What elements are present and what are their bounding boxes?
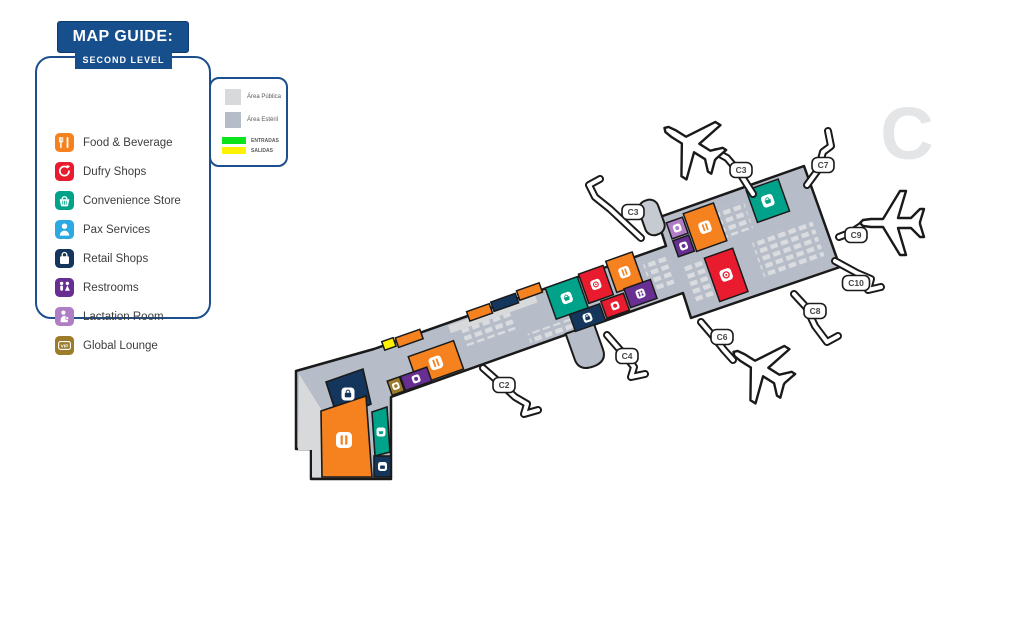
area-row-publica: Área Pública (225, 89, 281, 105)
restrooms-icon (55, 278, 74, 297)
area-legend-panel: Área Pública Área Estéril ENTRADAS SALID… (209, 77, 288, 167)
map-guide-subtitle-banner: SECOND LEVEL (75, 50, 172, 69)
map-block-food (515, 281, 544, 302)
gate-pill-c3-top: C3 (729, 161, 753, 179)
svg-text:C6: C6 (717, 332, 728, 342)
legend-label: Retail Shops (83, 252, 149, 265)
terminal-stub-bottom (564, 322, 605, 369)
terminal-stub-top (637, 198, 666, 237)
legend-item-lactation: Lactation Room (55, 302, 201, 331)
jet-bridges (479, 127, 885, 418)
jet-bridge-c10 (831, 257, 885, 294)
salidas-swatch (222, 147, 246, 154)
entradas-swatch (222, 137, 246, 144)
map-guide-title-banner: MAP GUIDE: (57, 21, 189, 53)
legend-label: Dufry Shops (83, 165, 147, 178)
gate-pill-c9: C9 (844, 226, 868, 244)
svg-text:C3: C3 (736, 165, 747, 175)
legend-item-pax: Pax Services (55, 215, 201, 244)
map-exit-salidas (380, 336, 398, 352)
legend-item-dufry: Dufry Shops (55, 157, 201, 186)
map-block-food (465, 302, 494, 323)
legend-item-food-beverage: Food & Beverage (55, 128, 201, 157)
legend-item-restrooms: Restrooms (55, 273, 201, 302)
gate-pill-c10: C10 (841, 274, 871, 292)
legend-label: Pax Services (83, 223, 151, 236)
convenience-icon (55, 191, 74, 210)
map-guide-title: MAP GUIDE: (72, 28, 174, 45)
gate-pills: C3 C3 C7 C9 C10 C8 (492, 156, 871, 394)
legend-label: Lactation Room (83, 310, 164, 323)
jet-bridge-c3-left (585, 175, 645, 242)
map-block-retail (489, 292, 520, 313)
legend-label: Food & Beverage (83, 136, 173, 149)
gate-pill-c7: C7 (811, 156, 835, 174)
legend-item-retail: Retail Shops (55, 244, 201, 273)
svg-text:VIP: VIP (61, 344, 70, 350)
legend-label: Restrooms (83, 281, 139, 294)
legend-list: Food & Beverage Dufry Shops Convenience … (55, 128, 201, 360)
jet-bridge-c7 (803, 127, 835, 189)
airplane-icon (860, 191, 924, 255)
map-guide-subtitle: SECOND LEVEL (82, 54, 165, 65)
gate-pill-c6: C6 (710, 328, 734, 346)
food-beverage-icon (55, 133, 74, 152)
gate-pill-c2: C2 (492, 376, 516, 394)
area-publica-label: Área Pública (247, 94, 282, 100)
area-esteril-swatch (225, 112, 241, 128)
pax-icon (55, 220, 74, 239)
area-publica-swatch (225, 89, 241, 105)
gate-pill-c8: C8 (803, 302, 827, 320)
flow-row-entradas: ENTRADAS (222, 137, 279, 144)
map-guide-panel: Food & Beverage Dufry Shops Convenience … (35, 56, 211, 355)
svg-text:C7: C7 (818, 160, 829, 170)
jet-bridge-c8 (790, 290, 842, 346)
gate-pill-c3-left: C3 (621, 203, 645, 221)
legend-label: Convenience Store (83, 194, 181, 207)
svg-text:C2: C2 (499, 380, 510, 390)
svg-text:C3: C3 (628, 207, 639, 217)
bend-badges (336, 387, 387, 471)
retail-icon (55, 249, 74, 268)
lactation-icon (55, 307, 74, 326)
dufry-icon (55, 162, 74, 181)
svg-text:C9: C9 (851, 230, 862, 240)
map-block-food (394, 328, 425, 349)
legend-item-global-lounge: VIP Global Lounge (55, 331, 201, 360)
svg-text:C8: C8 (810, 306, 821, 316)
area-row-esteril: Área Estéril (225, 112, 278, 128)
gate-pill-c4: C4 (615, 347, 639, 365)
airplane-icon (648, 101, 736, 189)
public-area-bend (298, 374, 321, 477)
legend-item-convenience: Convenience Store (55, 186, 201, 215)
legend-label: Global Lounge (83, 339, 158, 352)
flow-row-salidas: SALIDAS (222, 147, 273, 154)
concourse-letter: C (880, 92, 933, 175)
svg-text:C10: C10 (848, 278, 864, 288)
svg-text:C4: C4 (622, 351, 633, 361)
vip-icon: VIP (55, 336, 74, 355)
amenity-badges (391, 193, 775, 390)
concourse-interior (380, 178, 825, 397)
salidas-label: SALIDAS (251, 147, 273, 154)
jet-bridge-c4 (603, 331, 649, 381)
entradas-label: ENTRADAS (251, 137, 279, 144)
area-esteril-label: Área Estéril (247, 117, 279, 123)
